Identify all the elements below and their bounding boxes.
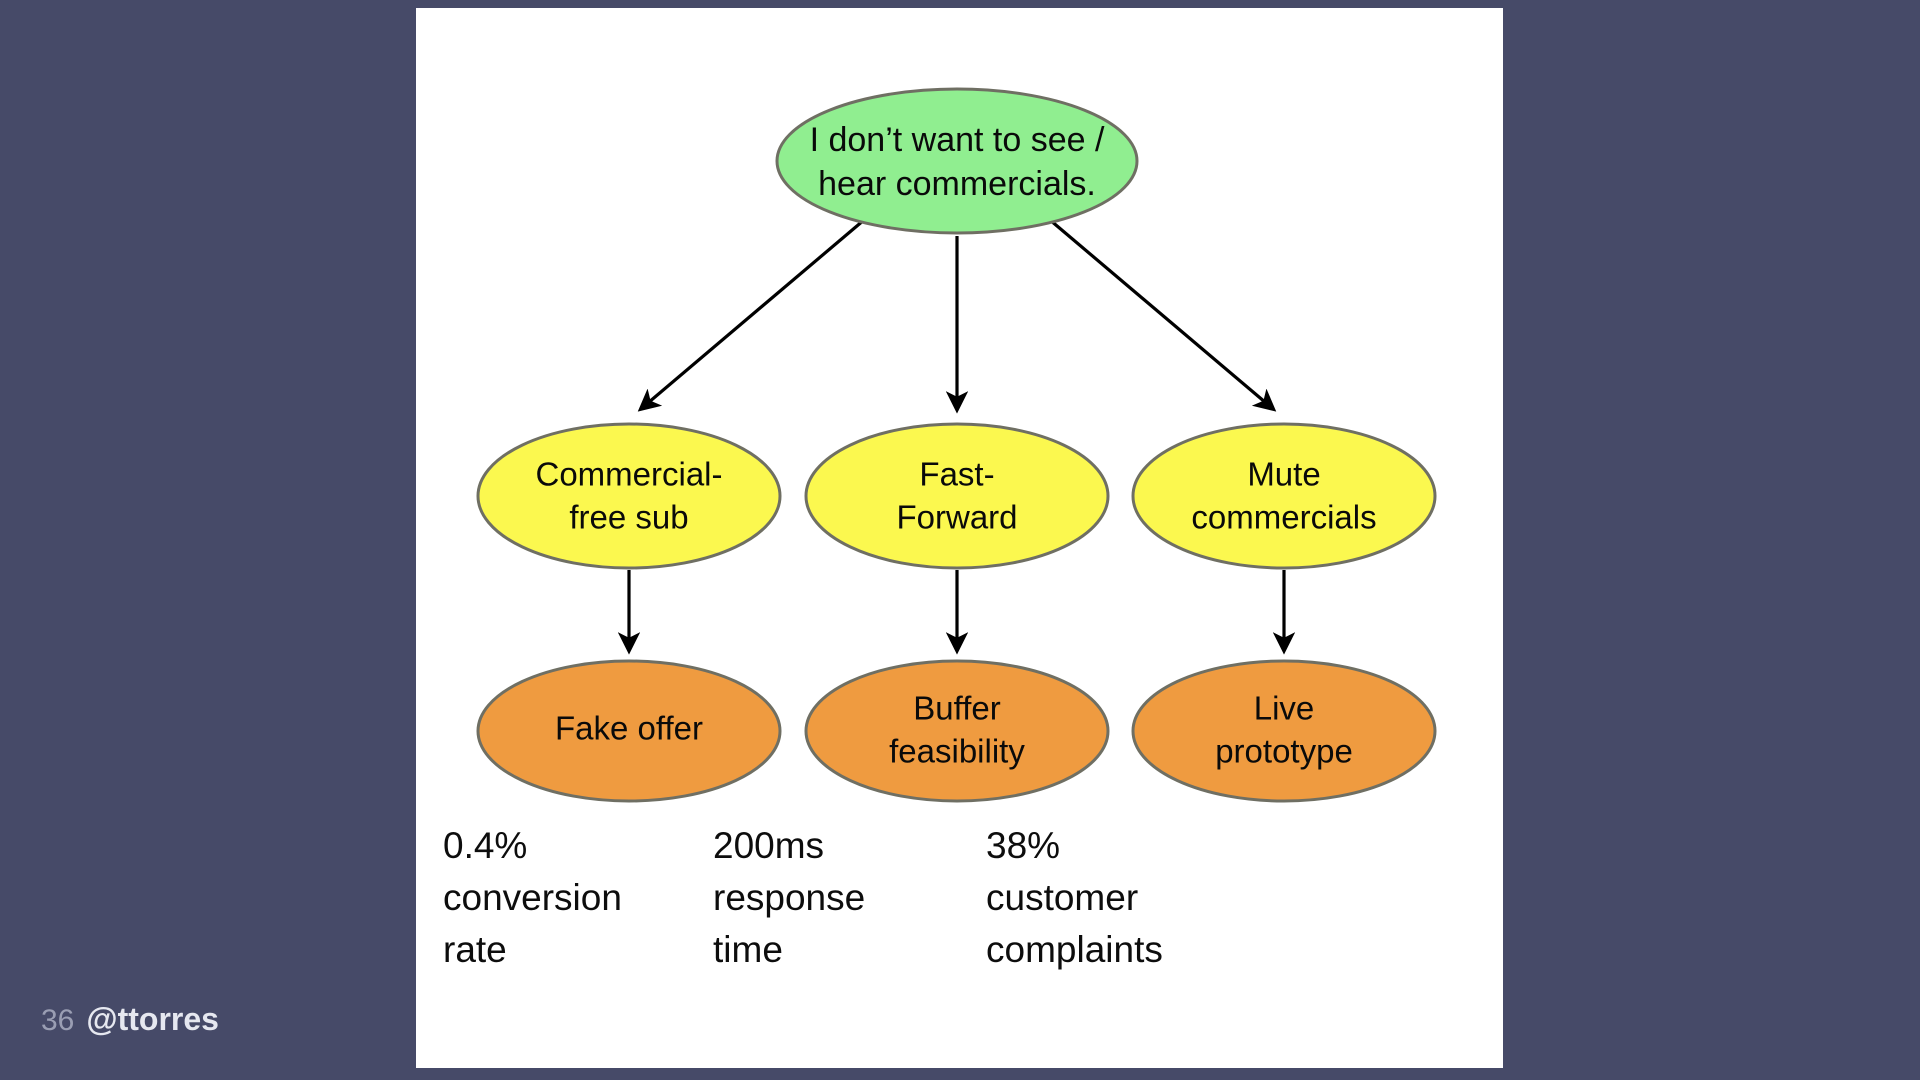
node-solution-commercial-free-sub[interactable]: Commercial- free sub	[476, 422, 782, 570]
slide-page-number: 36	[41, 1004, 75, 1037]
solution-label-line-2: commercials	[1191, 499, 1376, 536]
node-experiment-fake-offer[interactable]: Fake offer	[476, 659, 782, 803]
metric-response-time: 200ms response time	[713, 825, 865, 970]
edge-group-solutions-to-experiments	[617, 570, 1296, 655]
metric-line-1: 0.4%	[443, 825, 527, 866]
edge-root-to-mute-commercials	[1048, 218, 1277, 412]
solution-ellipse-shape	[804, 422, 1110, 570]
edge-root-to-commercial-free-sub	[637, 218, 866, 412]
node-experiment-live-prototype[interactable]: Live prototype	[1131, 659, 1437, 803]
metric-conversion-rate: 0.4% conversion rate	[443, 825, 622, 970]
root-ellipse-shape	[775, 87, 1139, 235]
experiment-label-line-2: feasibility	[889, 733, 1025, 770]
metric-line-1: 38%	[986, 825, 1060, 866]
node-solution-fast-forward[interactable]: Fast- Forward	[804, 422, 1110, 570]
solution-label-line-2: Forward	[896, 499, 1017, 536]
node-experiment-buffer-feasibility[interactable]: Buffer feasibility	[804, 659, 1110, 803]
solution-label-line-2: free sub	[569, 499, 688, 536]
metric-customer-complaints: 38% customer complaints	[986, 825, 1163, 970]
solution-label-line-1: Commercial-	[535, 456, 722, 493]
experiment-label-line-2: prototype	[1215, 733, 1353, 770]
metric-line-3: complaints	[986, 929, 1163, 970]
node-root-opportunity[interactable]: I don’t want to see / hear commercials.	[775, 87, 1139, 235]
root-label-line-1: I don’t want to see /	[810, 121, 1105, 159]
solution-label-line-1: Fast-	[919, 456, 994, 493]
experiment-ellipse-shape	[1131, 659, 1437, 803]
experiment-ellipse-shape	[804, 659, 1110, 803]
metric-line-2: customer	[986, 877, 1138, 918]
edge-group-root-to-solutions	[637, 218, 1277, 414]
opportunity-solution-tree-diagram: I don’t want to see / hear commercials. …	[443, 87, 1437, 970]
experiment-label-line-1: Live	[1254, 690, 1315, 727]
experiment-label-line-1: Fake offer	[555, 710, 703, 747]
metric-line-3: time	[713, 929, 783, 970]
author-handle: @ttorres	[86, 1001, 219, 1037]
solution-label-line-1: Mute	[1247, 456, 1320, 493]
experiment-label-line-1: Buffer	[913, 690, 1000, 727]
metric-line-2: response	[713, 877, 865, 918]
slide-content-card: I don’t want to see / hear commercials. …	[416, 8, 1503, 1068]
solution-ellipse-shape	[476, 422, 782, 570]
metric-line-2: conversion	[443, 877, 622, 918]
experiment-ellipse-shape	[476, 659, 782, 803]
node-solution-mute-commercials[interactable]: Mute commercials	[1131, 422, 1437, 570]
slide-footer: 36 @ttorres	[41, 1001, 219, 1038]
metric-line-1: 200ms	[713, 825, 824, 866]
metric-line-3: rate	[443, 929, 507, 970]
solution-ellipse-shape	[1131, 422, 1437, 570]
root-label-line-2: hear commercials.	[818, 165, 1096, 203]
